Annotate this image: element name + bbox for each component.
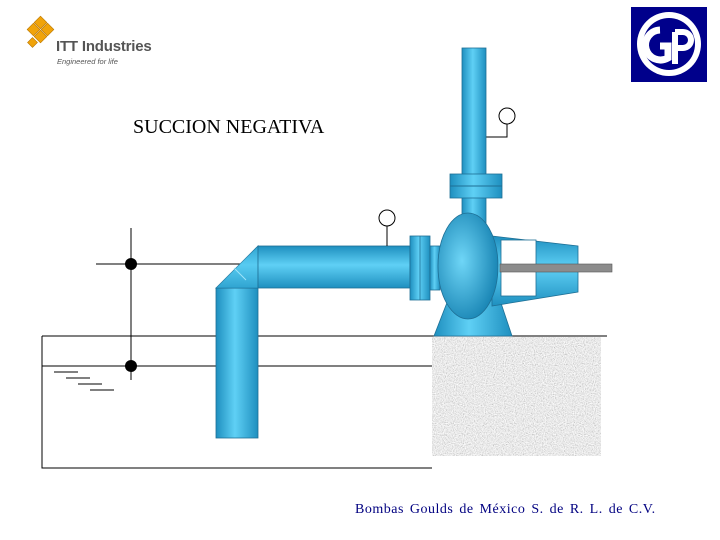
pump-centerline-point xyxy=(125,258,137,270)
water-surface-symbol xyxy=(54,371,114,391)
suction-pipe-horizontal xyxy=(257,245,411,289)
water-level-point xyxy=(125,360,137,372)
itt-tagline: Engineered for life xyxy=(57,57,118,66)
concrete-base xyxy=(431,336,602,457)
itt-logo-icon xyxy=(26,15,55,48)
discharge-gauge xyxy=(483,107,516,138)
pump-casing xyxy=(437,212,499,320)
slide-title: SUCCION NEGATIVA xyxy=(133,116,325,138)
itt-company-name: ITT Industries xyxy=(56,38,152,55)
footer-company: Bombas Goulds de México S. de R. L. de C… xyxy=(355,502,656,517)
pump-shaft xyxy=(499,263,613,273)
suction-gauge xyxy=(378,209,396,246)
suction-pipe-vertical xyxy=(215,287,259,439)
gp-logo-icon xyxy=(631,7,707,82)
